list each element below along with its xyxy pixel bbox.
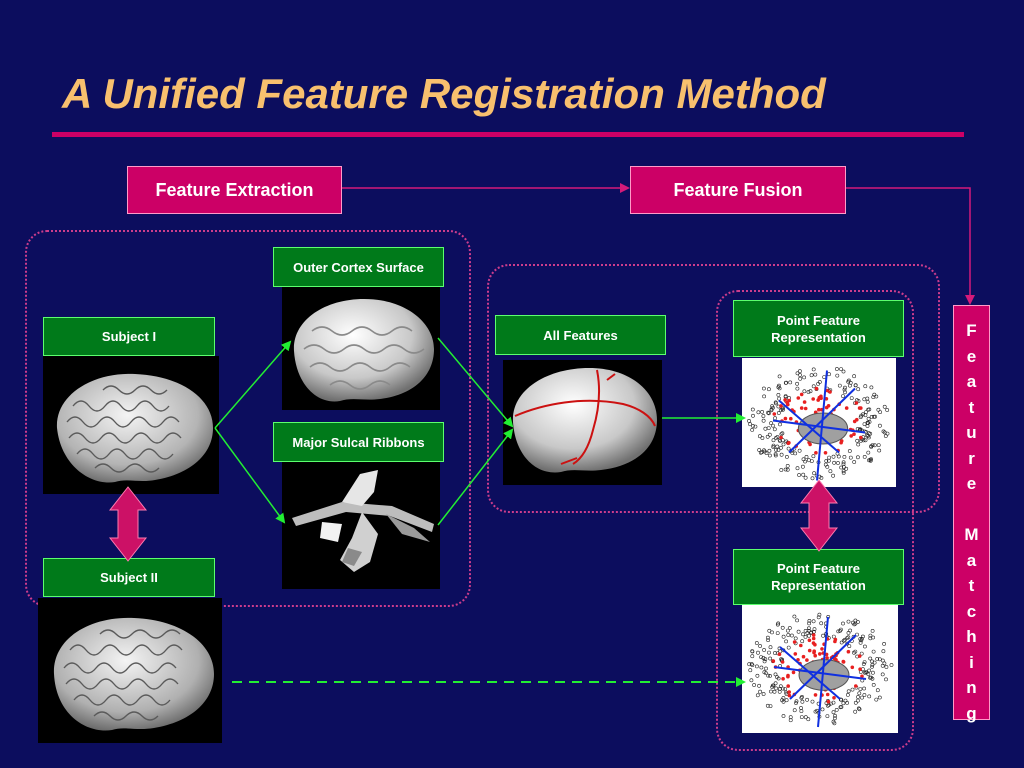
title-underline xyxy=(52,132,964,137)
matching-letter: c xyxy=(966,601,977,621)
matching-letter: a xyxy=(966,372,977,391)
point-feature-bottom-image xyxy=(742,605,898,733)
all-features-image xyxy=(503,360,662,485)
sulcal-ribbons-label: Major Sulcal Ribbons xyxy=(273,422,444,462)
matching-letter: e xyxy=(966,474,977,493)
matching-letter: F xyxy=(966,321,977,340)
feature-extraction-box: Feature Extraction xyxy=(127,166,342,214)
matching-letter xyxy=(969,497,974,523)
all-features-icon xyxy=(512,368,657,473)
matching-letter: h xyxy=(966,627,977,646)
outer-cortex-label: Outer Cortex Surface xyxy=(273,247,444,287)
matching-letter: t xyxy=(968,397,975,417)
feature-fusion-box: Feature Fusion xyxy=(630,166,846,214)
point-feature-top-image xyxy=(742,358,896,487)
outer-cortex-image xyxy=(282,287,440,410)
subject1-brain-image xyxy=(43,356,219,494)
slide-title: A Unified Feature Registration Method xyxy=(62,70,826,117)
point-cloud-icon xyxy=(747,367,890,481)
all-features-label: All Features xyxy=(495,315,666,355)
point-cloud-icon xyxy=(747,612,894,728)
subject1-label: Subject I xyxy=(43,317,215,356)
subject2-brain-image xyxy=(38,598,222,743)
matching-letter: n xyxy=(966,678,977,697)
sulcal-ribbons-image xyxy=(282,462,440,589)
matching-letter: e xyxy=(966,346,977,366)
subject2-label: Subject II xyxy=(43,558,215,597)
point-feature-top-label: Point Feature Representation xyxy=(733,300,904,357)
matching-letter: r xyxy=(968,448,975,468)
matching-letter: i xyxy=(969,652,974,672)
matching-letter: M xyxy=(964,525,979,544)
matching-letter: t xyxy=(968,576,975,595)
matching-letter: u xyxy=(966,423,977,442)
matching-letter: g xyxy=(966,703,977,723)
brain-icon xyxy=(53,617,215,731)
sulcal-ribbon-icon xyxy=(292,470,434,572)
brain-icon xyxy=(56,373,213,483)
matching-letter: a xyxy=(966,550,977,570)
matching-group xyxy=(716,290,914,751)
point-feature-bottom-label: Point Feature Representation xyxy=(733,549,904,605)
cortex-surface-icon xyxy=(293,299,434,402)
